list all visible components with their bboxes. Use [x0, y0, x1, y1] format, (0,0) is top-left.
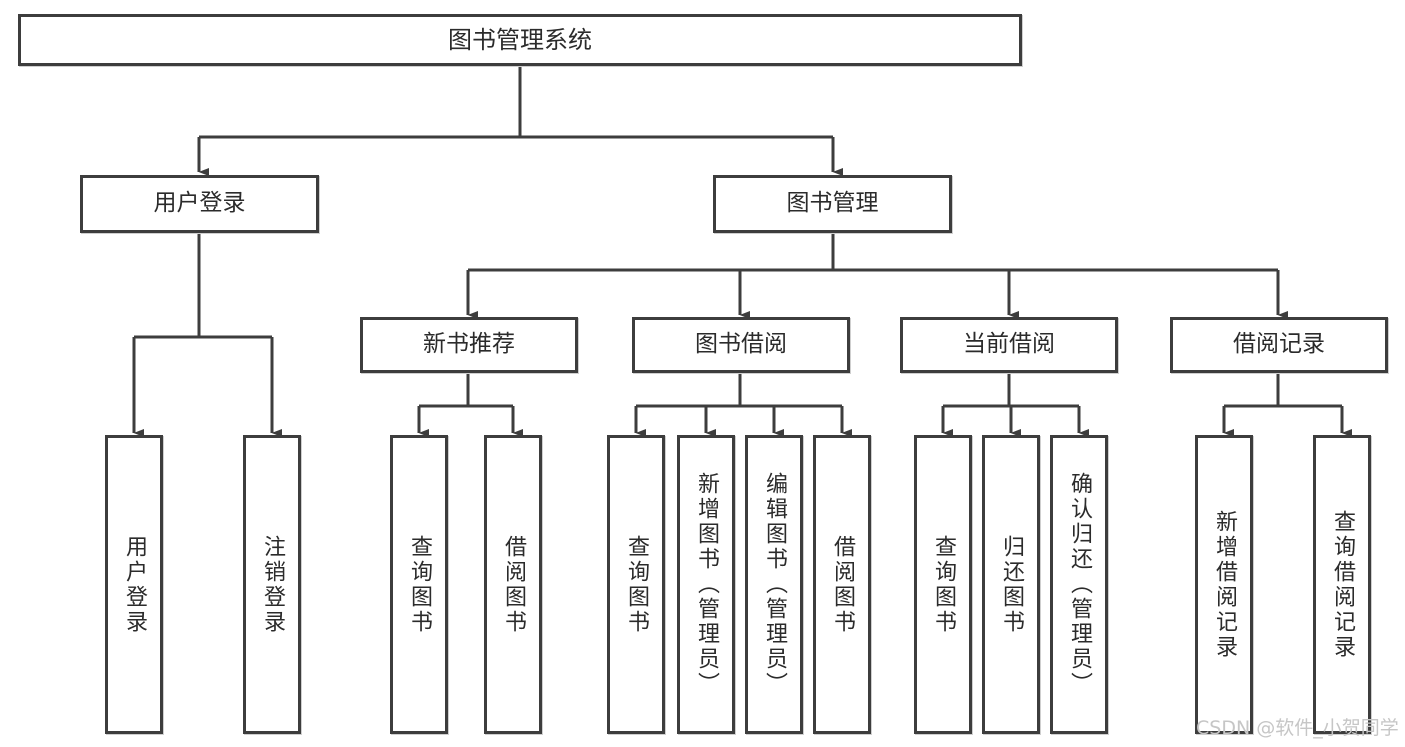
node-leaf-add-book[interactable]: 新增图书（管理员）	[677, 435, 735, 734]
node-label: 借阅图书	[501, 534, 526, 635]
node-current-borrowing[interactable]: 当前借阅	[900, 317, 1118, 373]
node-leaf-borrow-book[interactable]: 借阅图书	[813, 435, 871, 734]
node-leaf-user-login[interactable]: 用户登录	[105, 435, 163, 734]
node-label: 图书管理系统	[448, 25, 592, 54]
node-leaf-query-borrow-record[interactable]: 查询借阅记录	[1313, 435, 1371, 734]
node-book-management-system[interactable]: 图书管理系统	[18, 14, 1022, 66]
node-borrowing-record[interactable]: 借阅记录	[1170, 317, 1388, 373]
node-label: 新增图书（管理员）	[694, 472, 719, 697]
node-label: 图书借阅	[695, 331, 787, 358]
node-leaf-return-book[interactable]: 归还图书	[982, 435, 1040, 734]
node-leaf-borrow-book-recommend[interactable]: 借阅图书	[484, 435, 542, 734]
node-label: 借阅记录	[1233, 331, 1325, 358]
node-leaf-query-book-recommend[interactable]: 查询图书	[390, 435, 448, 734]
node-label: 归还图书	[999, 534, 1024, 635]
node-label: 查询图书	[931, 534, 956, 635]
node-new-book-recommendation[interactable]: 新书推荐	[360, 317, 578, 373]
node-book-borrowing[interactable]: 图书借阅	[632, 317, 850, 373]
node-leaf-query-book-borrow[interactable]: 查询图书	[607, 435, 665, 734]
node-label: 用户登录	[122, 534, 147, 635]
node-label: 图书管理	[786, 190, 879, 217]
node-leaf-logout[interactable]: 注销登录	[243, 435, 301, 734]
node-label: 查询借阅记录	[1330, 509, 1355, 660]
node-label: 新增借阅记录	[1212, 509, 1237, 660]
node-user-login[interactable]: 用户登录	[80, 175, 319, 233]
node-label: 编辑图书（管理员）	[762, 472, 787, 697]
node-leaf-edit-book[interactable]: 编辑图书（管理员）	[745, 435, 803, 734]
node-leaf-query-book-current[interactable]: 查询图书	[914, 435, 972, 734]
node-label: 用户登录	[153, 190, 246, 217]
node-label: 注销登录	[260, 534, 285, 635]
node-label: 当前借阅	[963, 331, 1055, 358]
node-label: 确认归还（管理员）	[1067, 472, 1092, 697]
node-leaf-confirm-return[interactable]: 确认归还（管理员）	[1050, 435, 1108, 734]
node-label: 新书推荐	[423, 331, 515, 358]
node-leaf-add-borrow-record[interactable]: 新增借阅记录	[1195, 435, 1253, 734]
node-label: 查询图书	[624, 534, 649, 635]
node-label: 借阅图书	[830, 534, 855, 635]
node-label: 查询图书	[407, 534, 432, 635]
node-book-management[interactable]: 图书管理	[713, 175, 952, 233]
